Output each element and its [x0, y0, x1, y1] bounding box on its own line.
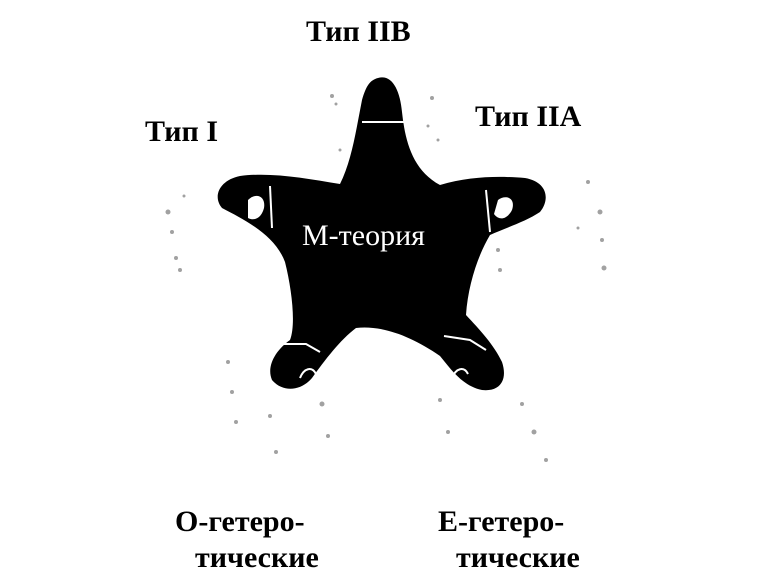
label-type-iib: Тип IIB	[306, 15, 411, 48]
label-o-heterotic-line1: O-гетеро-	[175, 505, 305, 538]
label-type-iia: Тип IIA	[475, 100, 582, 133]
vertex-marker-bottom-right	[443, 335, 487, 379]
vertex-marker-right	[485, 189, 513, 233]
vertex-marker-left	[248, 185, 273, 229]
label-type-i: Тип I	[145, 115, 219, 148]
center-label-m-theory: М-теория	[302, 219, 425, 252]
label-e-heterotic-line2: тические	[456, 541, 580, 574]
scan-noise	[165, 94, 607, 462]
m-theory-star	[217, 77, 546, 391]
label-e-heterotic-line1: E-гетеро-	[438, 505, 565, 538]
vertex-marker-bottom-left	[282, 343, 321, 379]
label-o-heterotic-line2: тические	[195, 541, 319, 574]
